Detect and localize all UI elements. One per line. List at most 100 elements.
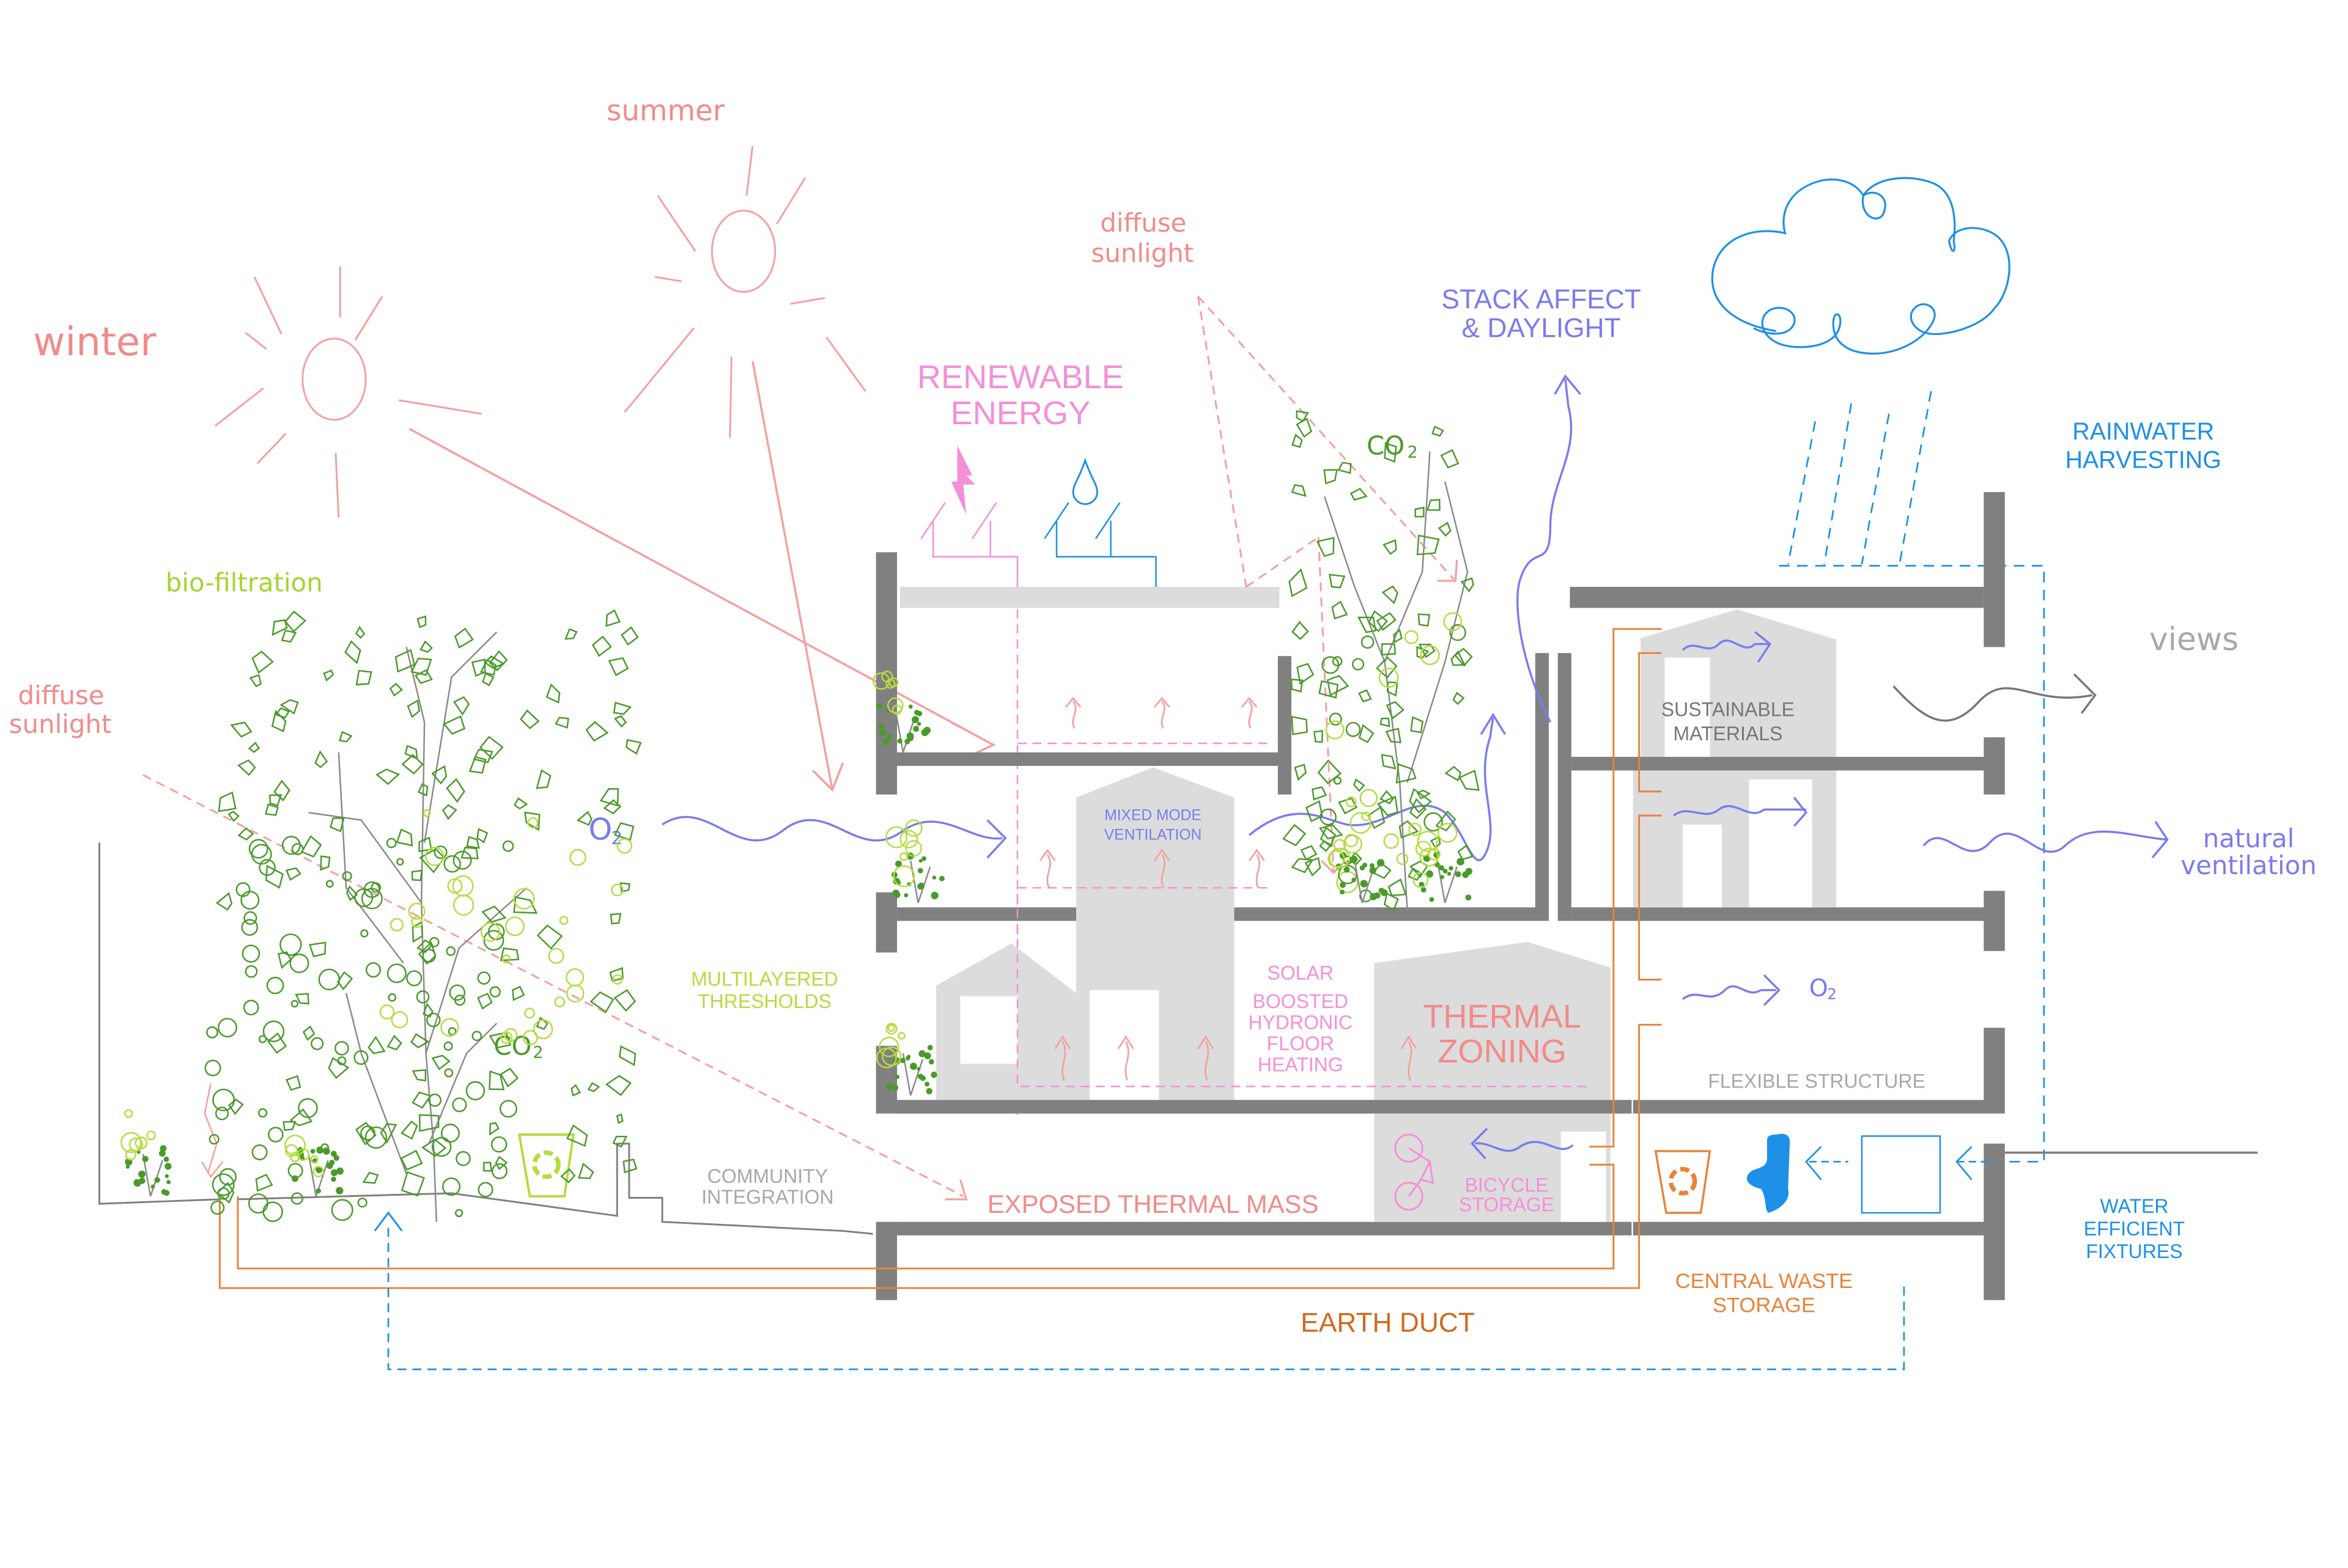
co2-bubble — [1333, 776, 1342, 785]
leaf — [265, 864, 284, 889]
leaf — [1458, 770, 1480, 791]
shrub-leaf — [154, 1177, 160, 1183]
shrub-leaf — [142, 1155, 149, 1163]
shrub-stem — [910, 860, 919, 904]
leaf — [1426, 499, 1441, 511]
co2-bubble — [334, 1040, 349, 1056]
shrub-leaf — [150, 1184, 155, 1189]
co2-bubble — [325, 880, 334, 888]
co2-bubble — [360, 1125, 375, 1141]
co2-bubble — [388, 993, 397, 1002]
leaf — [1384, 442, 1397, 463]
co2-bubble — [892, 704, 903, 715]
shrub-leaf — [918, 1050, 926, 1058]
solar-boosted-hydronic-label: SOLAR BOOSTED HYDRONIC FLOOR HEATING — [1248, 962, 1353, 1075]
svg-text:FLOOR: FLOOR — [1267, 1032, 1334, 1055]
shrub-leaf — [1440, 875, 1444, 880]
leaf — [460, 847, 479, 859]
exposed-thermal-mass-label: EXPOSED THERMAL MASS — [988, 1190, 1319, 1218]
co2-bubble — [1329, 847, 1350, 869]
shrub-leaf — [1360, 880, 1368, 888]
leaf — [271, 619, 288, 636]
tree-branch — [345, 993, 407, 1174]
co2-left-label: CO 2 — [493, 1031, 543, 1062]
shrub-leaf — [333, 1155, 339, 1161]
svg-text:2: 2 — [611, 828, 622, 848]
shrub-leaf — [918, 882, 925, 889]
svg-text:EFFICIENT: EFFICIENT — [2084, 1218, 2185, 1240]
leaf — [545, 683, 561, 704]
shrub-leaf — [917, 867, 923, 874]
leaf — [1460, 577, 1474, 593]
mixed-mode-ventilation-label-2: VENTILATION — [1104, 827, 1202, 844]
shrub-leaf — [931, 1071, 937, 1078]
co2-bubble — [284, 1135, 306, 1157]
leaf — [1318, 680, 1339, 699]
svg-text:WATER: WATER — [2100, 1195, 2168, 1217]
tree-branch — [423, 631, 498, 843]
recycle-bin-orange-icon — [1654, 1150, 1711, 1214]
co2-bubble — [454, 1209, 463, 1218]
co2-bubble — [1344, 833, 1358, 848]
co2-bubble — [491, 1163, 508, 1179]
co2-bubble — [135, 1136, 148, 1150]
shrub-leaf — [914, 710, 920, 715]
co2-bubble — [566, 968, 585, 987]
co2-bubble — [259, 859, 276, 876]
co2-bubble — [885, 679, 896, 689]
shrub-stem — [1354, 860, 1363, 904]
co2-bubble — [357, 1198, 367, 1208]
shrub-leaf — [138, 1170, 146, 1178]
leaf — [454, 627, 474, 649]
leaf — [401, 1121, 418, 1140]
leaf — [1431, 425, 1444, 437]
o2-right-label: O 2 — [1809, 974, 1837, 1003]
leaf — [612, 1135, 628, 1148]
co2-bubble — [442, 1177, 461, 1196]
rain-cloud-icon — [1711, 177, 2010, 355]
leaf — [500, 1067, 519, 1088]
co2-bubble — [425, 847, 445, 866]
shrub-leaf — [1447, 872, 1452, 876]
shrub-stem — [1444, 866, 1458, 904]
leaf — [248, 742, 260, 753]
leaf — [1385, 727, 1401, 743]
leaf — [285, 1075, 301, 1091]
shrub-leaf — [931, 891, 939, 900]
shrub-leaf — [913, 726, 920, 732]
svg-text:2: 2 — [1408, 443, 1418, 462]
leaf — [1410, 716, 1424, 734]
co2-bubble — [456, 1150, 471, 1166]
tree-branch — [1384, 451, 1431, 663]
leaf — [589, 991, 615, 1014]
co2-bubble — [452, 894, 474, 916]
leaf — [1376, 795, 1398, 817]
co2-bubble — [406, 970, 423, 987]
leaf — [446, 778, 465, 803]
co2-bubble — [452, 850, 472, 870]
ventilation-flows — [662, 374, 2169, 1160]
co2-bubble — [1419, 847, 1439, 867]
leaf — [431, 1055, 451, 1070]
shrub-leaf — [336, 1167, 344, 1175]
leaf — [355, 669, 372, 686]
shrub-leaf — [1419, 882, 1425, 888]
community-integration-label: COMMUNITY — [707, 1165, 828, 1187]
shrub-leaf — [906, 1056, 910, 1061]
co2-bubble — [1360, 635, 1375, 649]
co2-bubble — [297, 1148, 310, 1161]
leaf — [484, 655, 506, 669]
co2-bubble — [212, 1173, 235, 1196]
svg-text:O: O — [1809, 974, 1828, 1003]
co2-bubble — [1321, 656, 1340, 674]
leaf — [466, 836, 480, 849]
renewable-energy-label-2: ENERGY — [951, 395, 1091, 432]
bicycle-storage-label-2: STORAGE — [1459, 1194, 1554, 1216]
rain-to-ground-arrow — [204, 1083, 218, 1174]
leaf — [407, 699, 421, 718]
leaf — [1383, 892, 1399, 912]
shrub-leaf — [1426, 870, 1433, 878]
ground-arrowhead — [201, 1161, 224, 1179]
co2-bubble — [612, 974, 623, 985]
